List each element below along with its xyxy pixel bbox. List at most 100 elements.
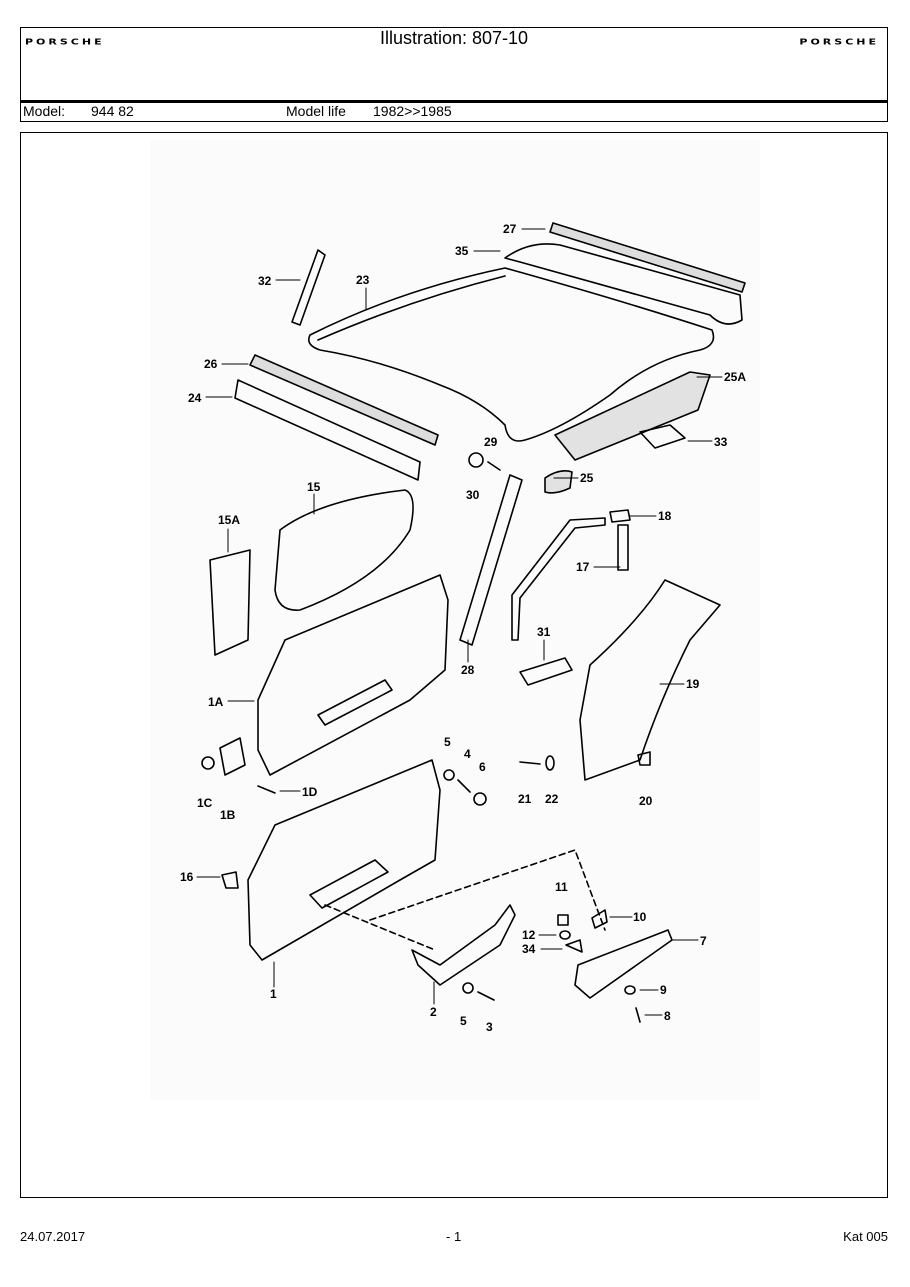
label-3: 3 [486,1020,493,1034]
washer-5 [443,769,455,781]
label-25A: 25A [724,370,746,384]
label-21: 21 [518,792,532,806]
drawing-background [150,140,760,1100]
screw-8 [635,1007,641,1023]
label-1: 1 [270,987,277,1001]
door-panel-1 [247,759,441,961]
label-28: 28 [461,663,475,677]
label-1C: 1C [197,796,213,810]
label-10: 10 [633,910,647,924]
side-trim-25A [554,371,711,461]
model-life-value: 1982>>1985 [373,103,452,119]
nut-12 [559,930,571,940]
rear-trim-35 [504,243,743,325]
screw-3 [477,991,495,1001]
label-5: 5 [444,735,451,749]
label-26: 26 [204,357,218,371]
window-glass-15 [274,489,414,611]
grab-handle-33 [639,424,686,449]
label-19: 19 [686,677,700,691]
nut-9 [624,985,636,995]
label-23: 23 [356,273,370,287]
label-9: 9 [660,983,667,997]
footer-catalog: Kat 005 [843,1229,888,1244]
callout-dashes [324,849,606,951]
label-15: 15 [307,480,321,494]
screw-21 [519,761,541,765]
model-life-label: Model life [286,103,346,119]
porsche-logo-right: PORSCHE [799,37,879,47]
pocket-31 [519,657,573,686]
model-label: Model: [23,103,66,119]
door-panel-1A [257,574,449,776]
washer-22 [545,755,555,771]
seal-strip-27 [549,222,746,293]
bracket-1B [219,737,246,776]
door-panel-1A-pocket [317,679,393,726]
seal-17 [511,517,606,641]
label-20: 20 [639,794,653,808]
porsche-logo-left: PORSCHE [25,37,105,47]
label-2: 2 [430,1005,437,1019]
label-1B: 1B [220,808,236,822]
screw-1D [257,785,276,794]
screw-29 [487,461,501,471]
label-31: 31 [537,625,551,639]
headliner-part-inner [317,275,506,341]
headliner-part [307,267,715,442]
header-box: PORSCHE Illustration: 807-10 PORSCHE Mod… [20,27,888,122]
part-labels: 27 35 32 23 26 25A 24 33 29 30 25 15 15A… [180,222,746,1034]
clip-16 [221,871,239,889]
label-24: 24 [188,391,202,405]
label-7: 7 [700,934,707,948]
sill-trim-7 [574,929,673,999]
label-12: 12 [522,928,536,942]
cover-25 [544,470,573,494]
label-32: 32 [258,274,272,288]
seal-18 [617,524,629,571]
footer-date: 24.07.2017 [20,1229,86,1244]
illustration-title: Illustration: 807-10 [379,28,529,48]
label-16: 16 [180,870,194,884]
label-30: 30 [466,488,480,502]
model-value: 944 82 [91,103,134,119]
grommet-1C [201,756,215,770]
label-15A: 15A [218,513,240,527]
label-29: 29 [484,435,498,449]
clip-20 [637,751,651,766]
washer-5b [462,982,474,994]
header-rule [21,100,887,103]
bracket-34 [565,939,583,953]
label-17: 17 [576,560,590,574]
glass-15A [209,549,251,656]
label-33: 33 [714,435,728,449]
label-1A: 1A [208,695,224,709]
screw-4 [457,779,471,793]
clip-30 [468,452,484,468]
label-11: 11 [555,880,568,894]
label-27: 27 [503,222,517,236]
clip-10 [591,909,608,929]
door-panel-1-pocket [309,859,389,909]
label-18: 18 [658,509,672,523]
cap-6 [473,792,487,806]
label-4: 4 [464,747,471,761]
seal-end-18 [609,509,631,523]
quarter-trim-19 [579,579,721,781]
label-8: 8 [664,1009,671,1023]
armrest-2 [411,904,516,986]
label-34: 34 [522,942,536,956]
label-6: 6 [479,760,486,774]
footer-page: - 1 [446,1229,462,1244]
roof-rail-24 [234,379,421,481]
label-1D: 1D [302,785,318,799]
seal-strip-26 [249,354,439,446]
label-35: 35 [455,244,469,258]
clip-11 [557,914,569,926]
illustration-frame [20,132,888,1198]
leader-lines [196,228,723,1016]
label-25: 25 [580,471,594,485]
label-22: 22 [545,792,559,806]
label-5b: 5 [460,1014,467,1028]
